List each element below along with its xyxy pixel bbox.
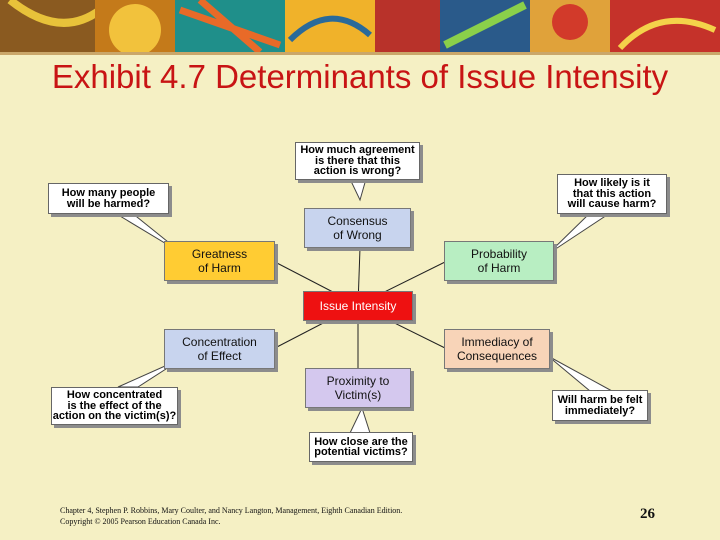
footer-citation: Chapter 4, Stephen P. Robbins, Mary Coul… <box>60 505 402 527</box>
pointer-agreement <box>349 178 367 202</box>
box-probability-of-harm: Probability of Harm <box>444 241 554 281</box>
pointer-close <box>349 406 371 434</box>
box-greatness-of-harm: Greatness of Harm <box>164 241 275 281</box>
box-immediacy-of-consequences: Immediacy of Consequences <box>444 329 550 369</box>
question-people-harmed: How many people will be harmed? <box>48 183 169 214</box>
pointer-likely <box>547 212 612 255</box>
question-how-close: How close are the potential victims? <box>309 432 413 462</box>
question-likely-harm: How likely is it that this action will c… <box>557 174 667 214</box>
question-felt-immediately: Will harm be felt immediately? <box>552 390 648 421</box>
decorative-banner <box>0 0 720 52</box>
banner-rule <box>0 52 720 55</box>
box-consensus-of-wrong: Consensus of Wrong <box>304 208 411 248</box>
footer-line-1: Chapter 4, Stephen P. Robbins, Mary Coul… <box>60 506 403 515</box>
footer-line-2: Copyright © 2005 Pearson Education Canad… <box>60 517 221 526</box>
box-concentration-of-effect: Concentration of Effect <box>164 329 275 369</box>
pointer-felt <box>547 355 613 392</box>
page-title: Exhibit 4.7 Determinants of Issue Intens… <box>51 58 669 95</box>
question-concentrated: How concentrated is the effect of the ac… <box>51 387 178 425</box>
question-agreement: How much agreement is there that this ac… <box>295 142 420 180</box>
box-issue-intensity: Issue Intensity <box>303 291 413 321</box>
box-proximity-to-victims: Proximity to Victim(s) <box>305 368 411 408</box>
page-number: 26 <box>640 506 655 522</box>
